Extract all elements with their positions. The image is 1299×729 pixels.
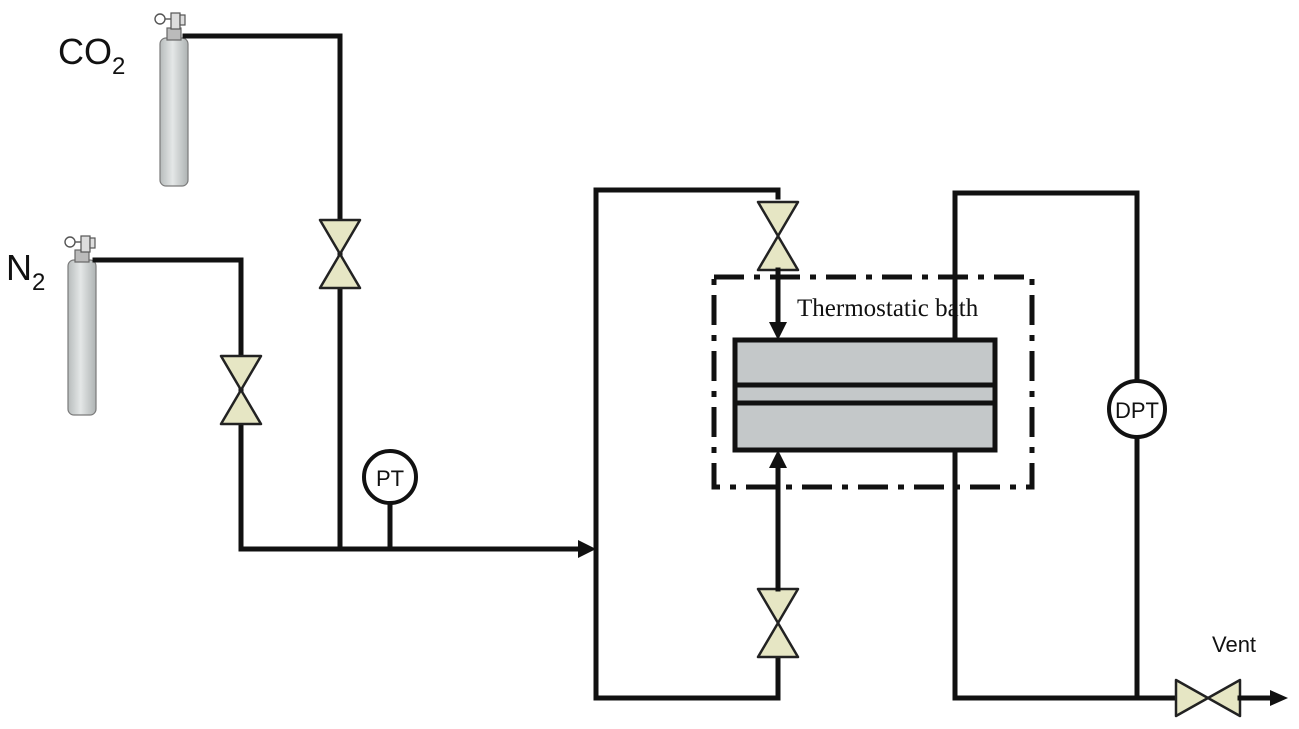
differential-pressure-transmitter-label: DPT	[1115, 398, 1159, 423]
feed-bottom-valve	[756, 587, 800, 659]
n2-valve	[219, 354, 263, 426]
pressure-transmitter-label: PT	[376, 466, 404, 491]
vent-valve	[1174, 678, 1242, 718]
co2-feed-line	[182, 33, 343, 548]
vent-label: Vent	[1212, 632, 1256, 657]
feed-top-arrow	[769, 322, 787, 340]
pressure-transmitter	[362, 449, 418, 505]
vent-arrow	[1270, 690, 1288, 706]
n2-cylinder	[64, 235, 97, 416]
co2-label: CO2	[58, 31, 125, 80]
feed-bottom-arrow	[769, 450, 787, 468]
n2-subscript: 2	[32, 269, 45, 296]
co2-cylinder	[154, 12, 189, 187]
thermostatic-bath-label: Thermostatic bath	[797, 295, 979, 322]
membrane-module	[732, 337, 998, 453]
thermostatic-bath-boundary	[711, 274, 1035, 490]
dpt-loop-line	[952, 190, 1140, 701]
bypass-loop-line	[593, 187, 781, 701]
co2-valve	[318, 218, 362, 290]
header-flow-arrow	[578, 540, 596, 558]
feed-top-valve	[756, 200, 800, 272]
co2-subscript: 2	[112, 53, 125, 80]
differential-pressure-transmitter	[1107, 379, 1167, 439]
retentate-line	[952, 447, 1179, 701]
n2-label: N2	[6, 247, 45, 296]
